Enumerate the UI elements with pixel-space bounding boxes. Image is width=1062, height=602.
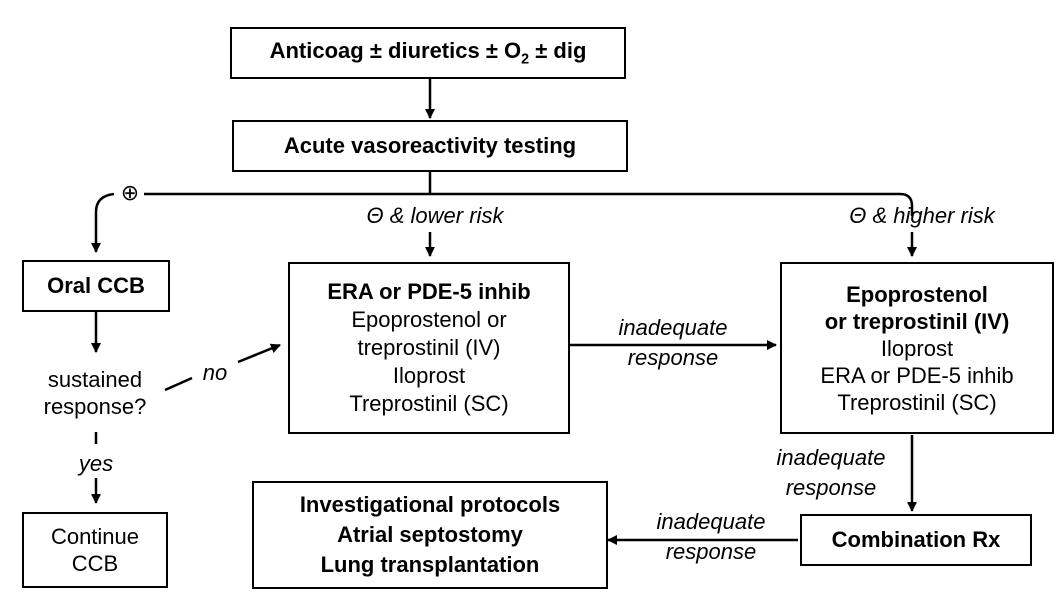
lower-risk-line-4: Treprostinil (SC) (349, 391, 509, 416)
advanced-line-3: Lung transplantation (320, 552, 540, 577)
lower-risk-therapy-box: ERA or PDE-5 inhib Epoprostenol or trepr… (288, 262, 570, 434)
combination-rx-label: Combination Rx (831, 527, 1001, 552)
continue-ccb-box: Continue CCB (22, 512, 168, 588)
positive-response-symbol: ⊕ (116, 180, 144, 206)
higher-risk-line-3: Treprostinil (SC) (837, 389, 997, 415)
connector-branch-line (130, 192, 914, 216)
initial-therapy-pre: Anticoag ± diuretics ± O (269, 38, 522, 64)
advanced-line-2: Atrial septostomy (337, 522, 523, 547)
oral-ccb-box: Oral CCB (22, 260, 170, 312)
higher-risk-line-1: Iloprost (880, 335, 954, 361)
lower-risk-line-2: treprostinil (IV) (357, 335, 501, 360)
no-label: no (202, 360, 228, 385)
higher-risk-title-line-1: Epoprostenol (846, 281, 988, 307)
higher-risk-therapy-box: Epoprostenol or treprostinil (IV) Ilopro… (780, 262, 1054, 434)
inadequate-bottom-line-2: response (665, 539, 757, 564)
higher-risk-branch-label: Θ & higher risk (849, 203, 995, 228)
sustained-question-line-1: sustained (47, 367, 143, 392)
vasoreactivity-testing-label: Acute vasoreactivity testing (283, 133, 577, 158)
sustained-response-question: sustained response? (20, 366, 170, 420)
inadequate-right-line-1: inadequate (776, 445, 886, 470)
higher-risk-line-2: ERA or PDE-5 inhib (820, 362, 1014, 388)
sustained-question-line-2: response? (43, 394, 147, 419)
combination-rx-box: Combination Rx (800, 514, 1032, 566)
dashed-no-line (164, 376, 193, 392)
inadequate-response-middle: inadequate response (588, 313, 758, 373)
inadequate-response-bottom: inadequate response (626, 507, 796, 567)
lower-risk-branch-label: Θ & lower risk (366, 203, 504, 228)
inadequate-middle-line-2: response (627, 345, 719, 370)
oral-ccb-label: Oral CCB (47, 273, 145, 298)
yes-label: yes (78, 451, 114, 476)
inadequate-response-right: inadequate response (746, 443, 916, 503)
initial-therapy-box: Anticoag ± diuretics ± O2 ± dig (230, 27, 626, 79)
higher-risk-title-line-2: or treprostinil (IV) (824, 308, 1010, 334)
inadequate-middle-line-1: inadequate (618, 315, 728, 340)
lower-risk-title: ERA or PDE-5 inhib (327, 279, 531, 304)
initial-therapy-sub: 2 (521, 51, 530, 68)
lower-risk-line-1: Epoprostenol or (351, 307, 507, 332)
inadequate-bottom-line-1: inadequate (656, 509, 766, 534)
arrow-no-to-lower-risk (237, 343, 281, 364)
vasoreactivity-testing-box: Acute vasoreactivity testing (232, 120, 628, 172)
arrow-branch-to-oral-ccb (91, 192, 115, 253)
initial-therapy-text: Anticoag ± diuretics ± O2 ± dig (270, 38, 587, 67)
initial-therapy-post: ± dig (529, 38, 587, 64)
advanced-line-1: Investigational protocols (299, 492, 561, 517)
continue-line-2: CCB (71, 551, 119, 576)
continue-line-1: Continue (50, 524, 140, 549)
lower-risk-line-3: Iloprost (392, 363, 466, 388)
inadequate-right-line-2: response (785, 475, 877, 500)
advanced-options-box: Investigational protocols Atrial septost… (252, 481, 608, 589)
